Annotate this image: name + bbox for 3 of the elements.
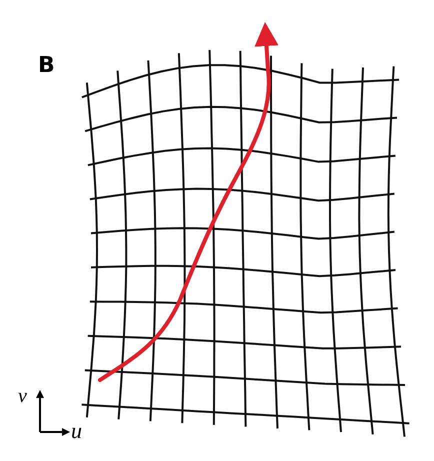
panel-letter: B — [38, 55, 55, 77]
axis-label: v — [18, 386, 27, 406]
axis-label: u — [71, 420, 82, 442]
